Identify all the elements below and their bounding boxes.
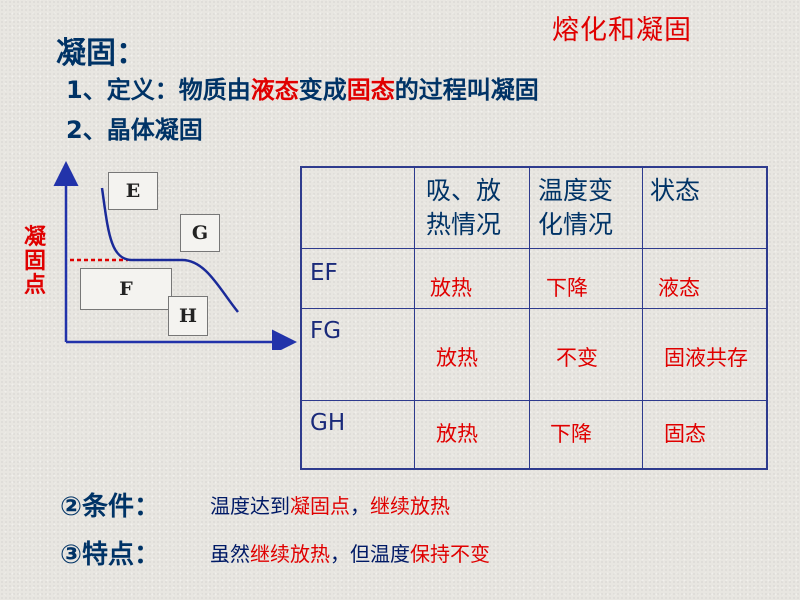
table-row-divider	[302, 308, 766, 309]
cell-gh-heat: 放热	[436, 422, 478, 446]
cell-fg-state: 固液共存	[664, 346, 748, 370]
definition-suffix: 的过程叫凝固	[394, 76, 539, 104]
definition-mid: 变成	[298, 76, 347, 104]
condition-text-a: 温度达到	[210, 494, 290, 518]
row-label-fg: FG	[310, 318, 342, 344]
section-heading: 凝固：	[56, 36, 146, 71]
feature-text-d: 保持不变	[410, 542, 490, 566]
feature-label: ③特点：	[60, 540, 161, 570]
row-label-gh: GH	[310, 410, 346, 436]
table-col-divider	[529, 168, 530, 468]
feature-text-b: 继续放热	[250, 542, 330, 566]
definition-prefix: 1、定义：物质由	[66, 76, 251, 104]
feature-text: 虽然继续放热，但温度保持不变	[210, 538, 490, 567]
condition-text-b: 凝固点	[290, 494, 350, 518]
table-col-divider	[642, 168, 643, 468]
label-g: G	[180, 214, 220, 252]
feature-text-c: ，但温度	[330, 542, 410, 566]
slide-title: 熔化和凝固	[552, 15, 692, 46]
definition-liquid: 液态	[250, 76, 299, 104]
cooling-curve	[100, 187, 239, 313]
condition-text-c: ，	[350, 494, 370, 518]
definition-line: 1、定义：物质由液态变成固态的过程叫凝固	[66, 70, 539, 105]
label-e: E	[108, 172, 158, 210]
table-row-divider	[302, 400, 766, 401]
label-h: H	[168, 296, 208, 336]
header-state: 状态	[650, 176, 701, 205]
solidification-table: 吸、放 热情况 温度变 化情况 状态 EF 放热 下降 液态 FG 放热 不变 …	[300, 166, 768, 470]
freezing-point-label: 凝固点	[24, 225, 47, 298]
header-heat: 吸、放 热情况	[426, 176, 502, 239]
row-label-ef: EF	[310, 260, 338, 286]
label-f: F	[80, 268, 172, 310]
definition-solid: 固态	[346, 76, 395, 104]
cell-gh-state: 固态	[664, 422, 706, 446]
table-row-divider	[302, 248, 766, 249]
cell-ef-state: 液态	[658, 276, 700, 300]
cell-fg-heat: 放热	[436, 346, 478, 370]
solidification-curve-graph	[53, 161, 297, 350]
header-temperature: 温度变 化情况	[538, 176, 614, 239]
cell-ef-heat: 放热	[430, 276, 472, 300]
cell-fg-temp: 不变	[556, 346, 598, 370]
feature-text-a: 虽然	[210, 542, 250, 566]
cell-gh-temp: 下降	[550, 422, 592, 446]
condition-text: 温度达到凝固点，继续放热	[210, 490, 450, 519]
crystal-solidification-heading: 2、晶体凝固	[66, 116, 203, 144]
cell-ef-temp: 下降	[546, 276, 588, 300]
condition-text-d: 继续放热	[370, 494, 450, 518]
condition-label: ②条件：	[60, 492, 161, 522]
table-col-divider	[414, 168, 415, 468]
